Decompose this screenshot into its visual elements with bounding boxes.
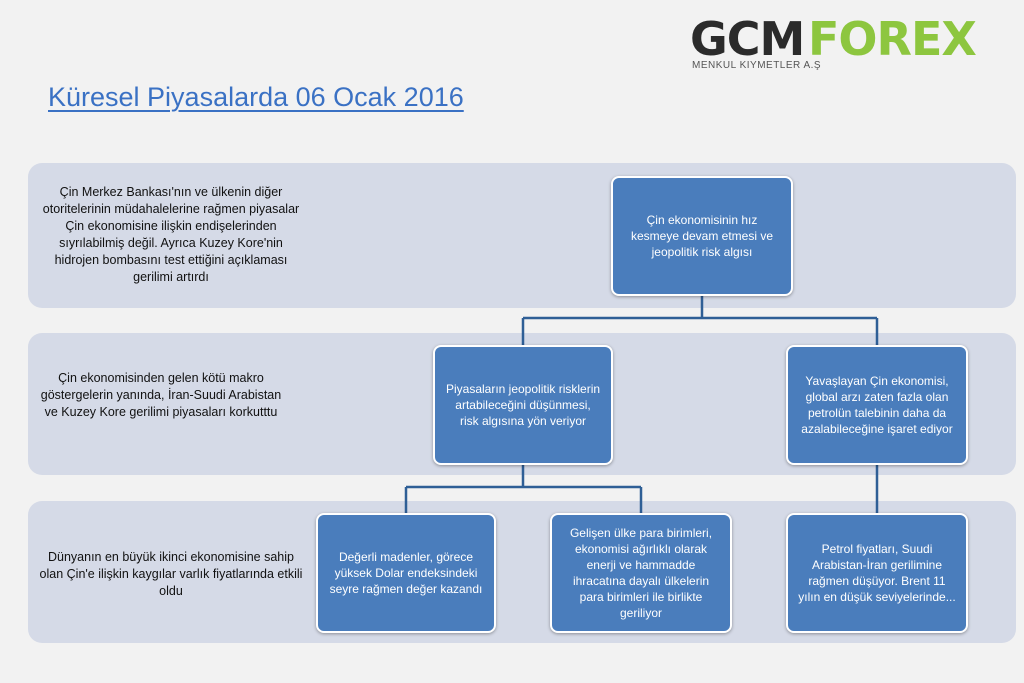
row-2-description: Çin ekonomisinden gelen kötü makro göste… xyxy=(40,371,282,419)
node-em-currencies-text: Gelişen ülke para birimleri, ekonomisi a… xyxy=(569,526,713,620)
node-root: Çin ekonomisinin hız kesmeye devam etmes… xyxy=(611,176,793,296)
node-precious-metals-text: Değerli madenler, görece yüksek Dolar en… xyxy=(329,550,483,596)
logo-subtitle: MENKUL KIYMETLER A.Ş xyxy=(692,60,822,71)
node-oil-prices: Petrol fiyatları, Suudi Arabistan-İran g… xyxy=(786,513,968,633)
connector-root-to-mid xyxy=(521,296,879,345)
row-band-1 xyxy=(28,163,1016,308)
node-geopolitical-risk: Piyasaların jeopolitik risklerin artabil… xyxy=(433,345,613,465)
node-oil-prices-text: Petrol fiyatları, Suudi Arabistan-İran g… xyxy=(798,542,956,604)
node-geopolitical-risk-text: Piyasaların jeopolitik risklerin artabil… xyxy=(445,382,601,428)
row-3-description: Dünyanın en büyük ikinci ekonomisine sah… xyxy=(39,550,303,598)
gcmforex-logo: GCM FOREX MENKUL KIYMETLER A.Ş xyxy=(690,16,980,72)
logo-forex-text: FOREX xyxy=(808,12,977,66)
page-title: Küresel Piyasalarda 06 Ocak 2016 xyxy=(48,82,464,112)
node-precious-metals: Değerli madenler, görece yüksek Dolar en… xyxy=(316,513,496,633)
node-oil-demand-text: Yavaşlayan Çin ekonomisi, global arzı za… xyxy=(801,374,953,436)
node-em-currencies: Gelişen ülke para birimleri, ekonomisi a… xyxy=(550,513,732,633)
logo-gcm-text: GCM xyxy=(690,12,805,66)
row-1-description: Çin Merkez Bankası'nın ve ülkenin diğer … xyxy=(42,185,300,284)
node-oil-demand: Yavaşlayan Çin ekonomisi, global arzı za… xyxy=(786,345,968,465)
connector-mid1-to-leaves xyxy=(404,465,643,513)
node-root-text: Çin ekonomisinin hız kesmeye devam etmes… xyxy=(630,213,774,259)
